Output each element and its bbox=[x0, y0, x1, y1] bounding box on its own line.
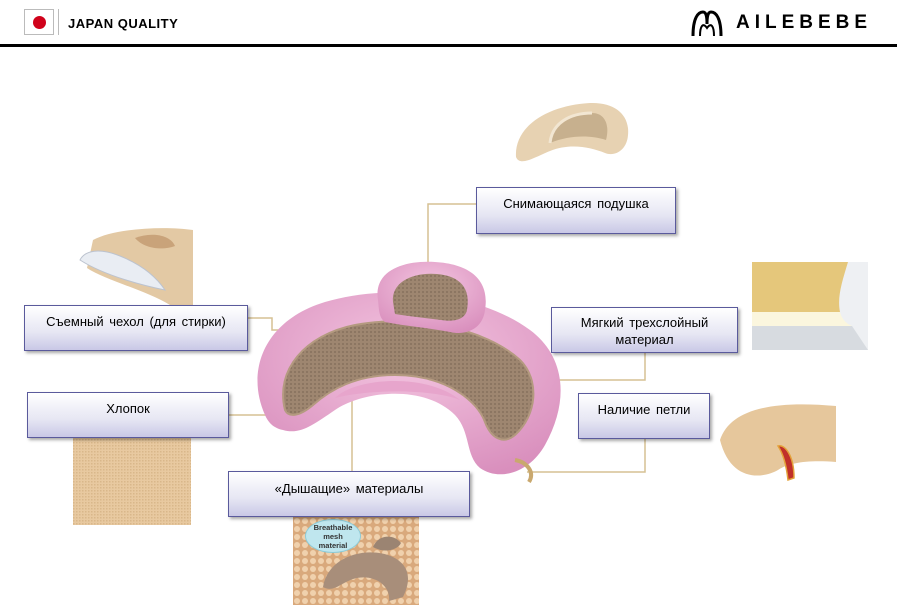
brand-name: AILEBEBE bbox=[736, 12, 873, 33]
washable-cover-photo bbox=[75, 220, 193, 305]
callout-loop: Наличие петли bbox=[578, 393, 710, 439]
header: JAPAN QUALITY AILEBEBE bbox=[0, 0, 897, 47]
connector-removable-pillow bbox=[427, 203, 476, 268]
callout-washable-cover: Съемный чехол (для стирки) bbox=[24, 305, 248, 351]
japan-flag-icon bbox=[24, 9, 54, 35]
cotton-fabric-photo bbox=[73, 436, 191, 525]
connector-three-layer bbox=[535, 353, 646, 381]
mesh-bubble-line-3: material bbox=[318, 541, 348, 550]
callout-removable-pillow: Снимающаяся подушка bbox=[476, 187, 676, 234]
header-title: JAPAN QUALITY bbox=[68, 16, 179, 31]
callout-three-layer-material: Мягкий трехслойный материал bbox=[551, 307, 738, 353]
nursing-pillow-illustration bbox=[257, 261, 561, 484]
callout-breathable-materials: «Дышащие» материалы bbox=[228, 471, 470, 517]
brand-logo-icon bbox=[691, 10, 723, 37]
header-rule bbox=[0, 44, 897, 47]
mesh-bubble-line-2: mesh bbox=[323, 532, 343, 541]
mesh-callout-bubble: Breathable mesh material bbox=[305, 519, 361, 553]
removable-pillow-photo bbox=[515, 102, 629, 162]
connector-loop bbox=[527, 439, 646, 473]
callout-cotton: Хлопок bbox=[27, 392, 229, 438]
breathable-mesh-photo: Breathable mesh material bbox=[293, 517, 419, 605]
loop-tag-photo bbox=[720, 400, 836, 490]
header-divider bbox=[58, 9, 59, 35]
three-layer-material-photo bbox=[752, 262, 868, 350]
mesh-bubble-line-1: Breathable bbox=[313, 523, 353, 532]
